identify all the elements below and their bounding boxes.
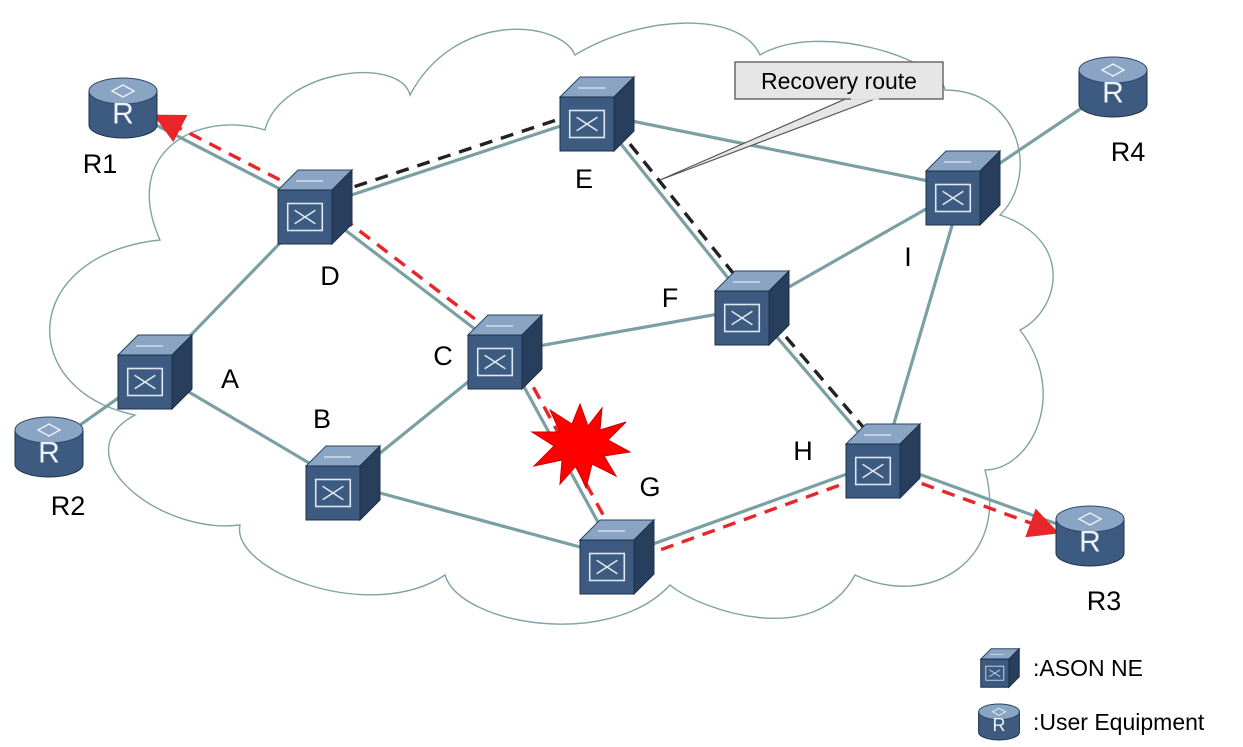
ason-ne-icon-h — [844, 422, 922, 500]
legend-user-text: :User Equipment — [1033, 709, 1205, 735]
ason-ne-icon-i — [924, 149, 1002, 227]
device-letter: R — [993, 715, 1006, 735]
user-equipment-icon-r3: R — [1055, 505, 1125, 567]
link-d-e — [314, 112, 598, 209]
node-label-i: I — [904, 242, 912, 272]
link-c-f — [504, 306, 753, 354]
network-cloud — [49, 22, 1054, 625]
callout-text: Recovery route — [761, 68, 917, 94]
user-equipment-icon-r2: R — [14, 416, 84, 478]
ason-ne-icon-e — [558, 75, 636, 153]
recovery-route-segment — [312, 105, 596, 202]
node-label-f: F — [662, 283, 679, 313]
node-label-b: B — [313, 404, 331, 434]
link-g-h — [616, 459, 884, 559]
legend-user-equipment-icon: R — [978, 703, 1020, 741]
ason-ne-icon-b — [304, 444, 382, 522]
node-label-r1: R1 — [83, 149, 118, 179]
node-label-r4: R4 — [1111, 137, 1146, 167]
fault-explosion-icon — [530, 402, 632, 490]
legend-ason-ne-icon — [979, 647, 1021, 689]
link-b-g — [342, 481, 618, 559]
ason-ne-icon-g — [578, 518, 656, 596]
device-letter: R — [1079, 525, 1101, 558]
node-label-a: A — [221, 364, 239, 394]
device-letter: R — [1102, 76, 1124, 109]
device-letter: R — [112, 97, 134, 130]
ason-ne-icon-d — [276, 168, 354, 246]
node-label-e: E — [575, 164, 593, 194]
device-letter: R — [38, 436, 60, 469]
node-label-r2: R2 — [51, 491, 86, 521]
legend: :ASON NE R :User Equipment — [978, 647, 1205, 741]
node-label-r3: R3 — [1087, 586, 1122, 616]
ason-ne-icon-c — [466, 313, 544, 391]
ason-ne-icon-f — [713, 269, 791, 347]
link-d-c — [314, 205, 506, 354]
user-equipment-icon-r4: R — [1078, 56, 1148, 118]
link-e-i — [596, 112, 964, 190]
ason-ne-icon-a — [116, 333, 194, 411]
working-route-segment — [619, 466, 887, 567]
recovery-route-segment — [601, 108, 759, 305]
link-i-h — [881, 187, 965, 462]
node-label-c: C — [433, 341, 453, 371]
link-e-f — [595, 113, 754, 309]
legend-ason-text: :ASON NE — [1033, 655, 1143, 681]
recovery-route-callout: Recovery route — [659, 61, 944, 181]
node-label-d: D — [320, 261, 340, 291]
user-equipment-icon-r1: R — [88, 77, 158, 139]
node-label-h: H — [793, 436, 813, 466]
node-label-g: G — [639, 472, 660, 502]
